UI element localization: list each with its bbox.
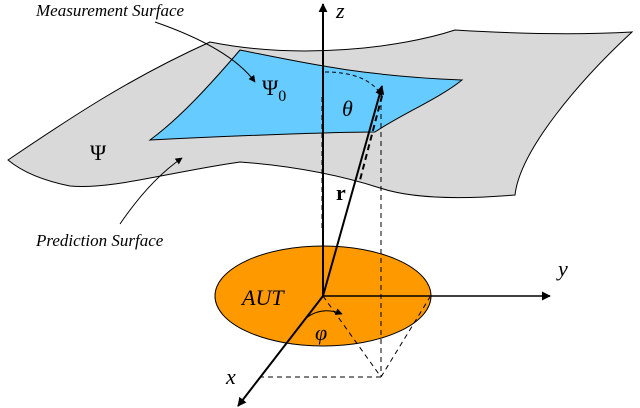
y-label: y: [556, 256, 568, 281]
r-vector: [322, 85, 385, 297]
aut-label: AUT: [240, 285, 285, 310]
z-label: z: [335, 0, 345, 23]
x-axis: [237, 295, 324, 407]
psi0-subscript: 0: [278, 88, 286, 105]
psi-label: Ψ: [90, 140, 107, 165]
psi0-symbol: Ψ: [262, 75, 279, 100]
measurement-surface: [148, 49, 464, 141]
r-label: r: [336, 180, 346, 205]
theta-label: θ: [342, 96, 353, 121]
phi-label: φ: [315, 320, 327, 345]
r-vector-dashed: [359, 95, 383, 181]
x-label: x: [225, 364, 236, 389]
theta-arc: [324, 71, 383, 97]
psi0-label: Ψ0: [262, 75, 286, 105]
phi-arc: [305, 308, 343, 319]
measurement-surface-label: Measurement Surface: [35, 1, 185, 20]
prediction-surface-label: Prediction Surface: [35, 231, 164, 250]
prediction-pointer: [119, 157, 183, 225]
measurement-pointer: [154, 21, 256, 83]
